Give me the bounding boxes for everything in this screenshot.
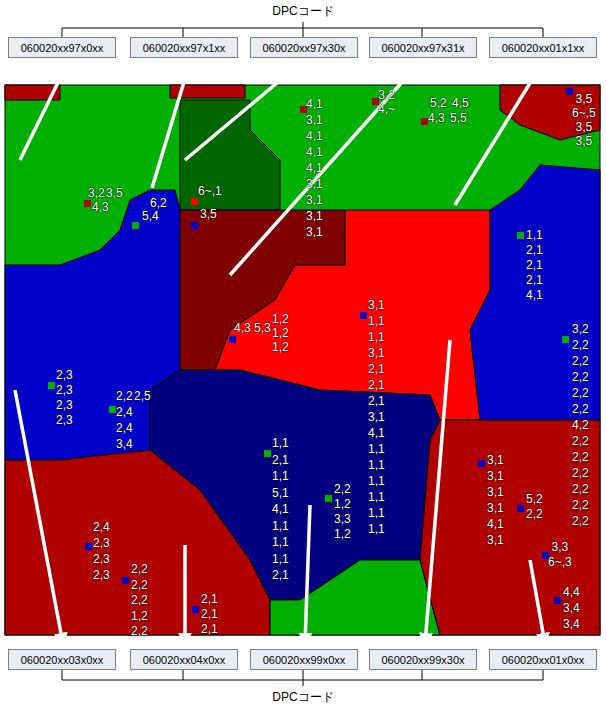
white-arrow (305, 505, 310, 644)
code-text: 060020xx99x0xx (263, 654, 346, 666)
region-value: 3,2 2,2 2,2 2,2 2,2 2,2 4,2 2,2 2,2 2,2 … (572, 321, 589, 529)
marker (554, 597, 561, 604)
dpc-code-box: 060020xx01x0xx (489, 649, 597, 670)
marker (191, 222, 198, 229)
marker (542, 552, 549, 559)
region-value: 1,1 2,1 1,1 5,1 4,1 1,1 1,1 1,1 2,1 (272, 435, 289, 584)
bracket-title: DPCコード (272, 4, 333, 18)
code-text: 060020xx97x31x (381, 42, 464, 54)
region-value: 1,2 1,2 1,2 (272, 312, 289, 354)
code-text: 060020xx01x1xx (502, 42, 585, 54)
region-darkgreen (180, 100, 280, 210)
code-text: 060020xx01x0xx (502, 654, 585, 666)
region-value: 3,1 3,1 3,1 3,1 4,1 3,1 (487, 452, 504, 548)
dpc-code-box: 060020xx97x0xx (8, 37, 116, 58)
region-value: 2,5 (134, 389, 151, 403)
region-value: 4,3 (428, 111, 445, 125)
region-value: 5,5 (450, 111, 467, 125)
marker (566, 88, 573, 95)
region-value: 4,1 3,1 4,1 4,1 4,1 3,1 3,1 3,1 3,1 (306, 96, 323, 240)
marker (517, 505, 524, 512)
marker (325, 495, 332, 502)
region-green (5, 85, 600, 635)
marker (360, 312, 367, 319)
region-value: 4,3 (234, 321, 251, 335)
region-value: 3,2 (88, 186, 105, 200)
marker (191, 198, 198, 205)
region-value: 4,4 3,4 3,4 (563, 584, 580, 632)
region-value: 2,1 2,1 2,1 (201, 592, 218, 637)
dpc-code-box: 060020xx97x30x (250, 37, 358, 58)
marker (264, 450, 271, 457)
region-value: 6,2 (150, 196, 167, 210)
region-value: 2,4 2,3 2,3 2,3 (93, 519, 110, 583)
white-arrow (530, 560, 545, 644)
region-value: 3,5 (106, 186, 123, 200)
region-value: 1,1 2,1 2,1 2,1 4,1 (526, 228, 543, 303)
code-text: 060020xx03x0xx (21, 654, 104, 666)
dpc-code-box: 060020xx01x1xx (489, 37, 597, 58)
white-arrow (185, 62, 302, 160)
region-value: 3,2 4,~ (378, 88, 395, 116)
region-value: 2,2 2,2 2,2 1,2 2,2 (131, 562, 148, 640)
region-value: 5,4 (142, 209, 159, 223)
code-text: 060020xx99x30x (381, 654, 464, 666)
dpc-code-box: 060020xx04x0xx (130, 649, 238, 670)
region-value: 3,3 6~,3 (548, 540, 572, 570)
marker (132, 222, 139, 229)
region-value: 2,3 2,3 2,3 2,3 (56, 368, 73, 428)
marker (122, 577, 129, 584)
code-text: 060020xx97x30x (262, 42, 345, 54)
region-value: 3,1 1,1 1,1 3,1 2,1 2,1 2,1 3,1 4,1 1,1 … (368, 297, 385, 537)
code-text: 060020xx04x0xx (143, 654, 226, 666)
region-value: 2,2 1,2 3,3 1,2 (334, 482, 351, 542)
region-green (270, 560, 440, 635)
bracket-title: DPCコード (272, 690, 333, 704)
code-text: 060020xx97x0xx (21, 42, 104, 54)
marker (229, 336, 236, 343)
white-arrow (152, 62, 190, 188)
dpc-code-box: 060020xx97x1xx (130, 37, 238, 58)
dpc-code-box: 060020xx99x0xx (250, 649, 358, 670)
region-value: 6~,1 (198, 184, 222, 198)
marker (562, 336, 569, 343)
white-arrow (230, 62, 420, 275)
region-value: 5,3 (254, 321, 271, 335)
region-value: 4,3 (92, 200, 109, 214)
region-value: 3,5 (200, 207, 217, 221)
white-arrow (183, 545, 187, 644)
marker (372, 98, 379, 105)
bracket (62, 22, 543, 37)
region-value: 4,5 (452, 96, 469, 110)
marker (421, 118, 428, 125)
white-arrow (15, 390, 63, 644)
marker (300, 106, 307, 113)
region-value: 3,5 6~,5 3,5 3,5 (572, 92, 596, 148)
white-arrow (455, 62, 543, 205)
white-arrow (425, 340, 450, 644)
dpc-code-box: 060020xx97x31x (369, 37, 477, 58)
marker (85, 543, 92, 550)
bracket (62, 670, 543, 686)
region-value: 5,2 (430, 96, 447, 110)
region-value: 5,2 2,2 (526, 492, 543, 522)
code-text: 060020xx97x1xx (143, 42, 226, 54)
dpc-code-box: 060020xx03x0xx (8, 649, 116, 670)
region-value: 2,4 2,4 3,4 (116, 404, 133, 452)
marker (517, 232, 524, 239)
marker (84, 200, 91, 207)
region-value: 2,2 (116, 389, 133, 403)
marker (478, 460, 485, 467)
marker (48, 382, 55, 389)
marker (192, 606, 199, 613)
marker (109, 406, 116, 413)
dpc-code-box: 060020xx99x30x (369, 649, 477, 670)
white-arrow (20, 62, 68, 160)
